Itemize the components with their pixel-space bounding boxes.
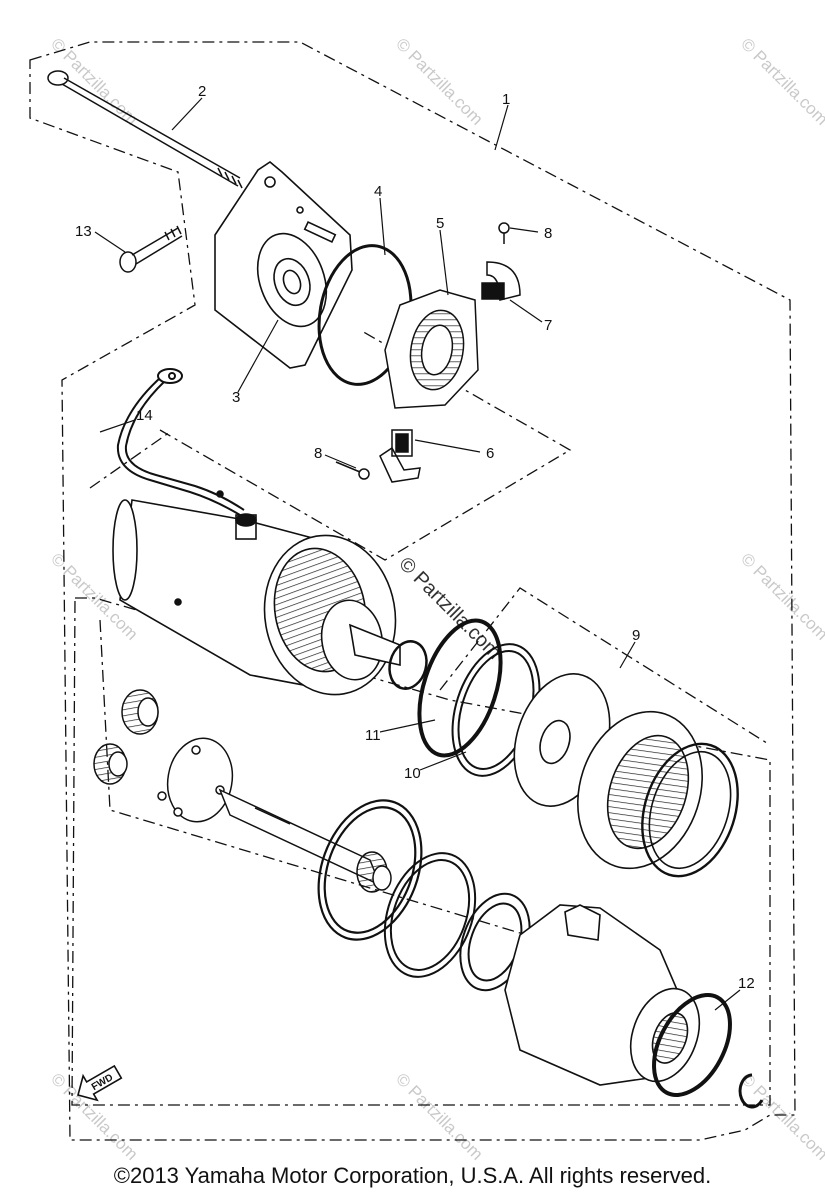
callout-11: 11 (365, 727, 381, 744)
starter-motor-yoke (112, 490, 401, 696)
callout-1: 1 (502, 91, 510, 108)
callout-6: 6 (486, 445, 494, 462)
lead-wire (116, 368, 245, 516)
callout-12: 12 (738, 975, 755, 992)
pinion-gear-1 (121, 689, 159, 735)
circlip (738, 1073, 764, 1109)
rear-housing (504, 904, 701, 1086)
callout-8-top: 8 (544, 225, 552, 242)
callout-4: 4 (374, 183, 382, 200)
outline-clutch-kit (439, 587, 771, 746)
watermark-text: © Partzilla.com (392, 1069, 486, 1163)
thrust-washer-mid (383, 852, 477, 978)
fwd-label: FWD (90, 1072, 115, 1093)
callout-13: 13 (75, 223, 92, 240)
outline-main-assembly (29, 41, 796, 1141)
clutch-housing (577, 710, 739, 878)
o-ring-11 (417, 618, 503, 758)
callout-14: 14 (136, 407, 153, 424)
callout-3: 3 (232, 389, 240, 406)
callout-9: 9 (632, 627, 640, 644)
brush-holder-top (481, 222, 521, 301)
watermark-text: © Partzilla.com (737, 549, 825, 643)
small-washer (388, 640, 428, 690)
outline-brush-plate (159, 329, 572, 561)
outline-rear-housing (71, 597, 771, 1106)
front-cover (214, 161, 353, 369)
callout-5: 5 (436, 215, 444, 232)
long-through-bolt (47, 70, 243, 189)
pinion-shaft (157, 737, 392, 893)
watermark-text: © Partzilla.com (737, 1069, 825, 1163)
leader-lines (94, 97, 741, 1011)
callout-8-bottom: 8 (314, 445, 322, 462)
watermark-center-text: © Partzilla.com (394, 553, 505, 664)
brush-holder-bottom (335, 429, 421, 483)
short-bolt (119, 225, 183, 273)
o-ring-12 (652, 993, 732, 1097)
watermark-text: © Partzilla.com (737, 34, 825, 128)
callout-7: 7 (544, 317, 552, 334)
callout-10: 10 (404, 765, 421, 782)
thrust-washer-large (317, 799, 423, 941)
callout-2: 2 (198, 83, 206, 100)
copyright-notice: ©2013 Yamaha Motor Corporation, U.S.A. A… (113, 1163, 712, 1188)
callout-numbers: 1 2 3 4 5 6 7 8 8 9 10 11 12 13 14 (75, 83, 755, 992)
brush-plate (384, 289, 479, 409)
outline-front-section (89, 431, 171, 489)
pinion-gear-2 (93, 743, 128, 785)
